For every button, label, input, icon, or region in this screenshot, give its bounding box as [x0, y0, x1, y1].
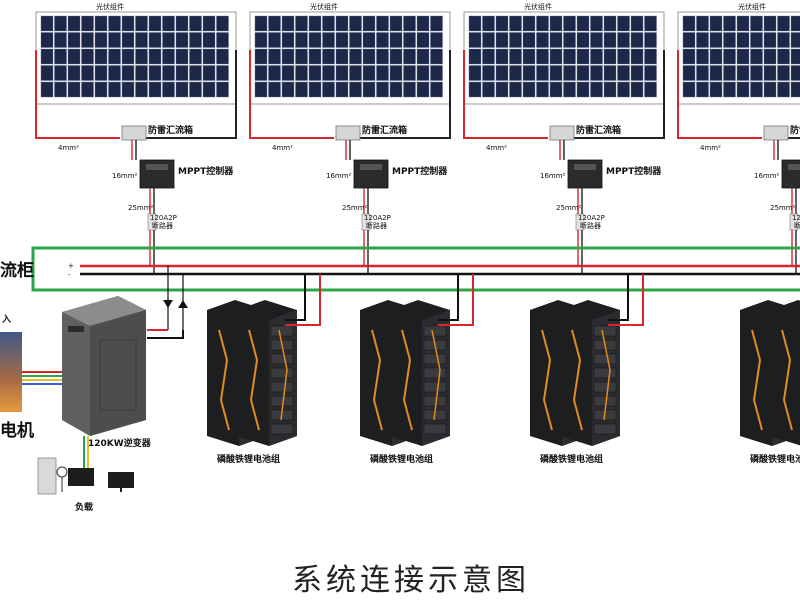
computer-icon: [68, 468, 94, 486]
breaker-sub-label: 断路器: [366, 221, 387, 230]
breaker-label: 120A2P: [578, 214, 605, 222]
battery-groups: 磷酸铁锂电池组 磷酸铁锂电池组 磷酸铁锂电池组 磷酸铁锂电池组: [207, 274, 800, 465]
bus-cabinet-border: [31, 246, 800, 292]
battery-cabinet: [770, 300, 800, 446]
battery-label: 磷酸铁锂电池组: [217, 453, 280, 465]
panel-label: 光伏组件: [738, 2, 766, 11]
mppt-label: MPPT控制器: [392, 165, 448, 177]
load-label: 负载: [75, 501, 93, 513]
cable-size-label: 16mm²: [540, 172, 566, 180]
solar-panel-array: [682, 15, 800, 98]
battery-label: 磷酸铁锂电池组: [540, 453, 603, 465]
solar-panel-array: [468, 15, 657, 98]
diode-symbol: [178, 300, 188, 308]
breaker-label: 120A2P: [150, 214, 177, 222]
breaker-label: 120A2P: [364, 214, 391, 222]
dc-bus-cabinet: + - 流柜: [0, 246, 800, 292]
battery-group: 磷酸铁锂电池组: [530, 274, 644, 465]
panel-label: 光伏组件: [96, 2, 124, 11]
battery-cabinet: [237, 300, 297, 446]
combiner-label: 防雷汇流箱: [148, 124, 193, 136]
cable-size-label: 16mm²: [112, 172, 138, 180]
breaker-label: 120A2P: [792, 214, 800, 222]
diode-pair: [147, 266, 188, 339]
mppt-label: MPPT控制器: [178, 165, 234, 177]
breaker: [575, 213, 585, 231]
solar-panel-array: [40, 15, 229, 98]
bus-plus-sign: +: [68, 262, 74, 270]
generator-label: 电机: [0, 420, 34, 441]
combiner-label: 防雷汇流箱: [790, 124, 800, 136]
solar-panel-array: [254, 15, 443, 98]
battery-cabinet: [560, 300, 620, 446]
diagram-title: 系统连接示意图: [292, 563, 530, 598]
bus-cabinet-label: 流柜: [0, 260, 34, 281]
cable-size-label: 16mm²: [326, 172, 352, 180]
combiner-box: [121, 125, 147, 141]
combiner-box: [549, 125, 575, 141]
cable-size-label: 16mm²: [754, 172, 780, 180]
bus-minus-sign: -: [68, 271, 71, 279]
battery-group: 磷酸铁锂电池组: [360, 274, 474, 465]
cable-size-label: 4mm²: [58, 144, 79, 152]
load-devices: 负载: [37, 457, 134, 513]
cable-size-label: 4mm²: [486, 144, 507, 152]
cable-size-label: 25mm²: [128, 204, 154, 212]
battery-label: 磷酸铁锂电池组: [750, 453, 800, 465]
combiner-box: [335, 125, 361, 141]
panel-label: 光伏组件: [524, 2, 552, 11]
combiner-label: 防雷汇流箱: [362, 124, 407, 136]
cable-size-label: 25mm²: [770, 204, 796, 212]
mppt-label: MPPT控制器: [606, 165, 662, 177]
battery-label: 磷酸铁锂电池组: [370, 453, 433, 465]
panel-label: 光伏组件: [310, 2, 338, 11]
battery-cabinet: [390, 300, 450, 446]
breaker-sub-label: 断路器: [580, 221, 601, 230]
fan-icon: [56, 466, 68, 478]
generator: 入 电机: [0, 314, 62, 441]
monitor-icon: [108, 472, 134, 488]
breaker-sub-label: 断路器: [152, 221, 173, 230]
inverter-cabinet: 120KW逆变器: [62, 296, 152, 486]
combiner-box: [763, 125, 789, 141]
cable-size-label: 4mm²: [272, 144, 293, 152]
inverter-label: 120KW逆变器: [88, 437, 152, 449]
generator-image: [0, 332, 22, 412]
battery-group: 磷酸铁锂电池组: [740, 300, 800, 465]
diode-symbol: [163, 300, 173, 308]
cable-size-label: 25mm²: [556, 204, 582, 212]
input-label: 入: [1, 314, 11, 325]
breaker: [789, 213, 799, 231]
breaker-sub-label: 断路器: [794, 221, 800, 230]
breaker: [361, 213, 371, 231]
breaker: [147, 213, 157, 231]
cable-size-label: 4mm²: [700, 144, 721, 152]
battery-group: 磷酸铁锂电池组: [207, 274, 321, 465]
fridge-icon: [37, 457, 57, 495]
cable-size-label: 25mm²: [342, 204, 368, 212]
combiner-label: 防雷汇流箱: [576, 124, 621, 136]
